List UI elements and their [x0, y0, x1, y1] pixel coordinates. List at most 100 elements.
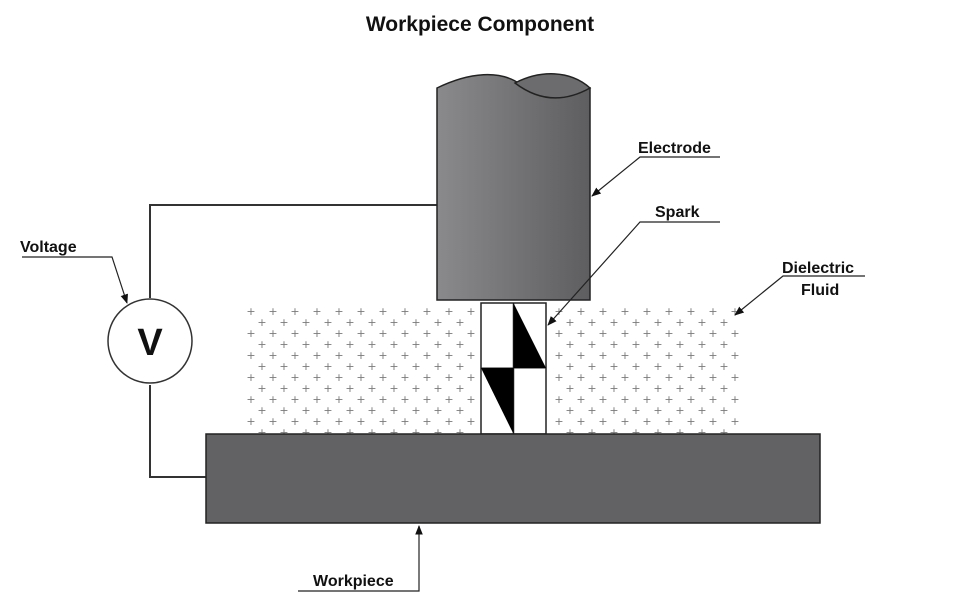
fluid-marker: +: [367, 316, 376, 329]
fluid-marker: +: [378, 415, 387, 428]
fluid-marker: +: [257, 426, 266, 439]
fluid-marker: +: [466, 371, 475, 384]
fluid-marker: +: [466, 327, 475, 340]
fluid-marker: +: [345, 382, 354, 395]
fluid-marker: +: [422, 327, 431, 340]
fluid-marker: +: [730, 393, 739, 406]
fluid-marker: +: [620, 305, 629, 318]
fluid-marker: +: [598, 327, 607, 340]
fluid-marker: +: [345, 360, 354, 373]
fluid-marker: +: [246, 371, 255, 384]
fluid-marker: +: [697, 382, 706, 395]
fluid-marker: +: [312, 349, 321, 362]
fluid-marker: +: [642, 349, 651, 362]
fluid-marker: +: [609, 360, 618, 373]
dielectric-label-line2: Fluid: [801, 282, 839, 299]
fluid-marker: +: [334, 327, 343, 340]
fluid-marker: +: [466, 415, 475, 428]
fluid-marker: +: [653, 382, 662, 395]
fluid-marker: +: [719, 338, 728, 351]
fluid-marker: +: [664, 327, 673, 340]
voltmeter: V: [107, 298, 193, 384]
fluid-marker: +: [587, 382, 596, 395]
fluid-marker: +: [411, 426, 420, 439]
fluid-marker: +: [389, 382, 398, 395]
fluid-marker: +: [675, 426, 684, 439]
fluid-marker: +: [598, 415, 607, 428]
fluid-marker: +: [268, 349, 277, 362]
workpiece-leader: [298, 525, 423, 592]
fluid-marker: +: [620, 393, 629, 406]
fluid-marker: +: [433, 360, 442, 373]
fluid-marker: +: [675, 360, 684, 373]
fluid-marker: +: [631, 360, 640, 373]
fluid-marker: +: [576, 393, 585, 406]
fluid-marker: +: [257, 360, 266, 373]
fluid-marker: +: [653, 360, 662, 373]
fluid-marker: +: [367, 426, 376, 439]
fluid-marker: +: [587, 338, 596, 351]
fluid-marker: +: [268, 371, 277, 384]
diagram-title: Workpiece Component: [366, 13, 594, 36]
fluid-marker: +: [664, 393, 673, 406]
fluid-marker: +: [290, 415, 299, 428]
fluid-marker: +: [664, 371, 673, 384]
fluid-marker: +: [565, 316, 574, 329]
fluid-marker: +: [367, 382, 376, 395]
fluid-marker: +: [433, 338, 442, 351]
fluid-marker: +: [664, 415, 673, 428]
fluid-marker: +: [290, 349, 299, 362]
fluid-marker: +: [334, 371, 343, 384]
fluid-marker: +: [455, 338, 464, 351]
fluid-marker: +: [675, 382, 684, 395]
fluid-marker: +: [433, 426, 442, 439]
fluid-marker: +: [312, 415, 321, 428]
fluid-marker: +: [455, 382, 464, 395]
fluid-marker: +: [455, 316, 464, 329]
fluid-marker: +: [301, 404, 310, 417]
fluid-marker: +: [565, 360, 574, 373]
fluid-marker: +: [554, 305, 563, 318]
fluid-marker: +: [279, 382, 288, 395]
fluid-marker: +: [730, 327, 739, 340]
fluid-marker: +: [257, 382, 266, 395]
spark-bolt-upper: [513, 303, 546, 368]
fluid-marker: +: [455, 360, 464, 373]
fluid-marker: +: [565, 404, 574, 417]
fluid-marker: +: [290, 305, 299, 318]
fluid-marker: +: [576, 305, 585, 318]
voltage-label: Voltage: [20, 239, 77, 256]
fluid-marker: +: [642, 305, 651, 318]
fluid-marker: +: [466, 349, 475, 362]
fluid-marker: +: [686, 349, 695, 362]
fluid-marker: +: [554, 327, 563, 340]
fluid-marker: +: [312, 371, 321, 384]
fluid-marker: +: [686, 415, 695, 428]
fluid-marker: +: [268, 393, 277, 406]
fluid-marker: +: [719, 404, 728, 417]
fluid-marker: +: [587, 426, 596, 439]
spark: [480, 302, 547, 435]
fluid-marker: +: [312, 327, 321, 340]
fluid-marker: +: [719, 316, 728, 329]
fluid-marker: +: [422, 415, 431, 428]
fluid-marker: +: [466, 393, 475, 406]
fluid-marker: +: [389, 360, 398, 373]
fluid-marker: +: [609, 382, 618, 395]
fluid-marker: +: [609, 338, 618, 351]
fluid-marker: +: [620, 349, 629, 362]
spark-leader: [547, 221, 720, 326]
fluid-marker: +: [719, 426, 728, 439]
fluid-marker: +: [411, 338, 420, 351]
voltage-leader: [22, 256, 128, 304]
fluid-marker: +: [312, 393, 321, 406]
electrode-label: Electrode: [638, 140, 711, 157]
fluid-marker: +: [587, 404, 596, 417]
fluid-marker: +: [389, 426, 398, 439]
fluid-marker: +: [609, 316, 618, 329]
fluid-marker: +: [598, 349, 607, 362]
fluid-marker: +: [356, 415, 365, 428]
fluid-marker: +: [268, 415, 277, 428]
fluid-marker: +: [268, 327, 277, 340]
fluid-marker: +: [433, 404, 442, 417]
